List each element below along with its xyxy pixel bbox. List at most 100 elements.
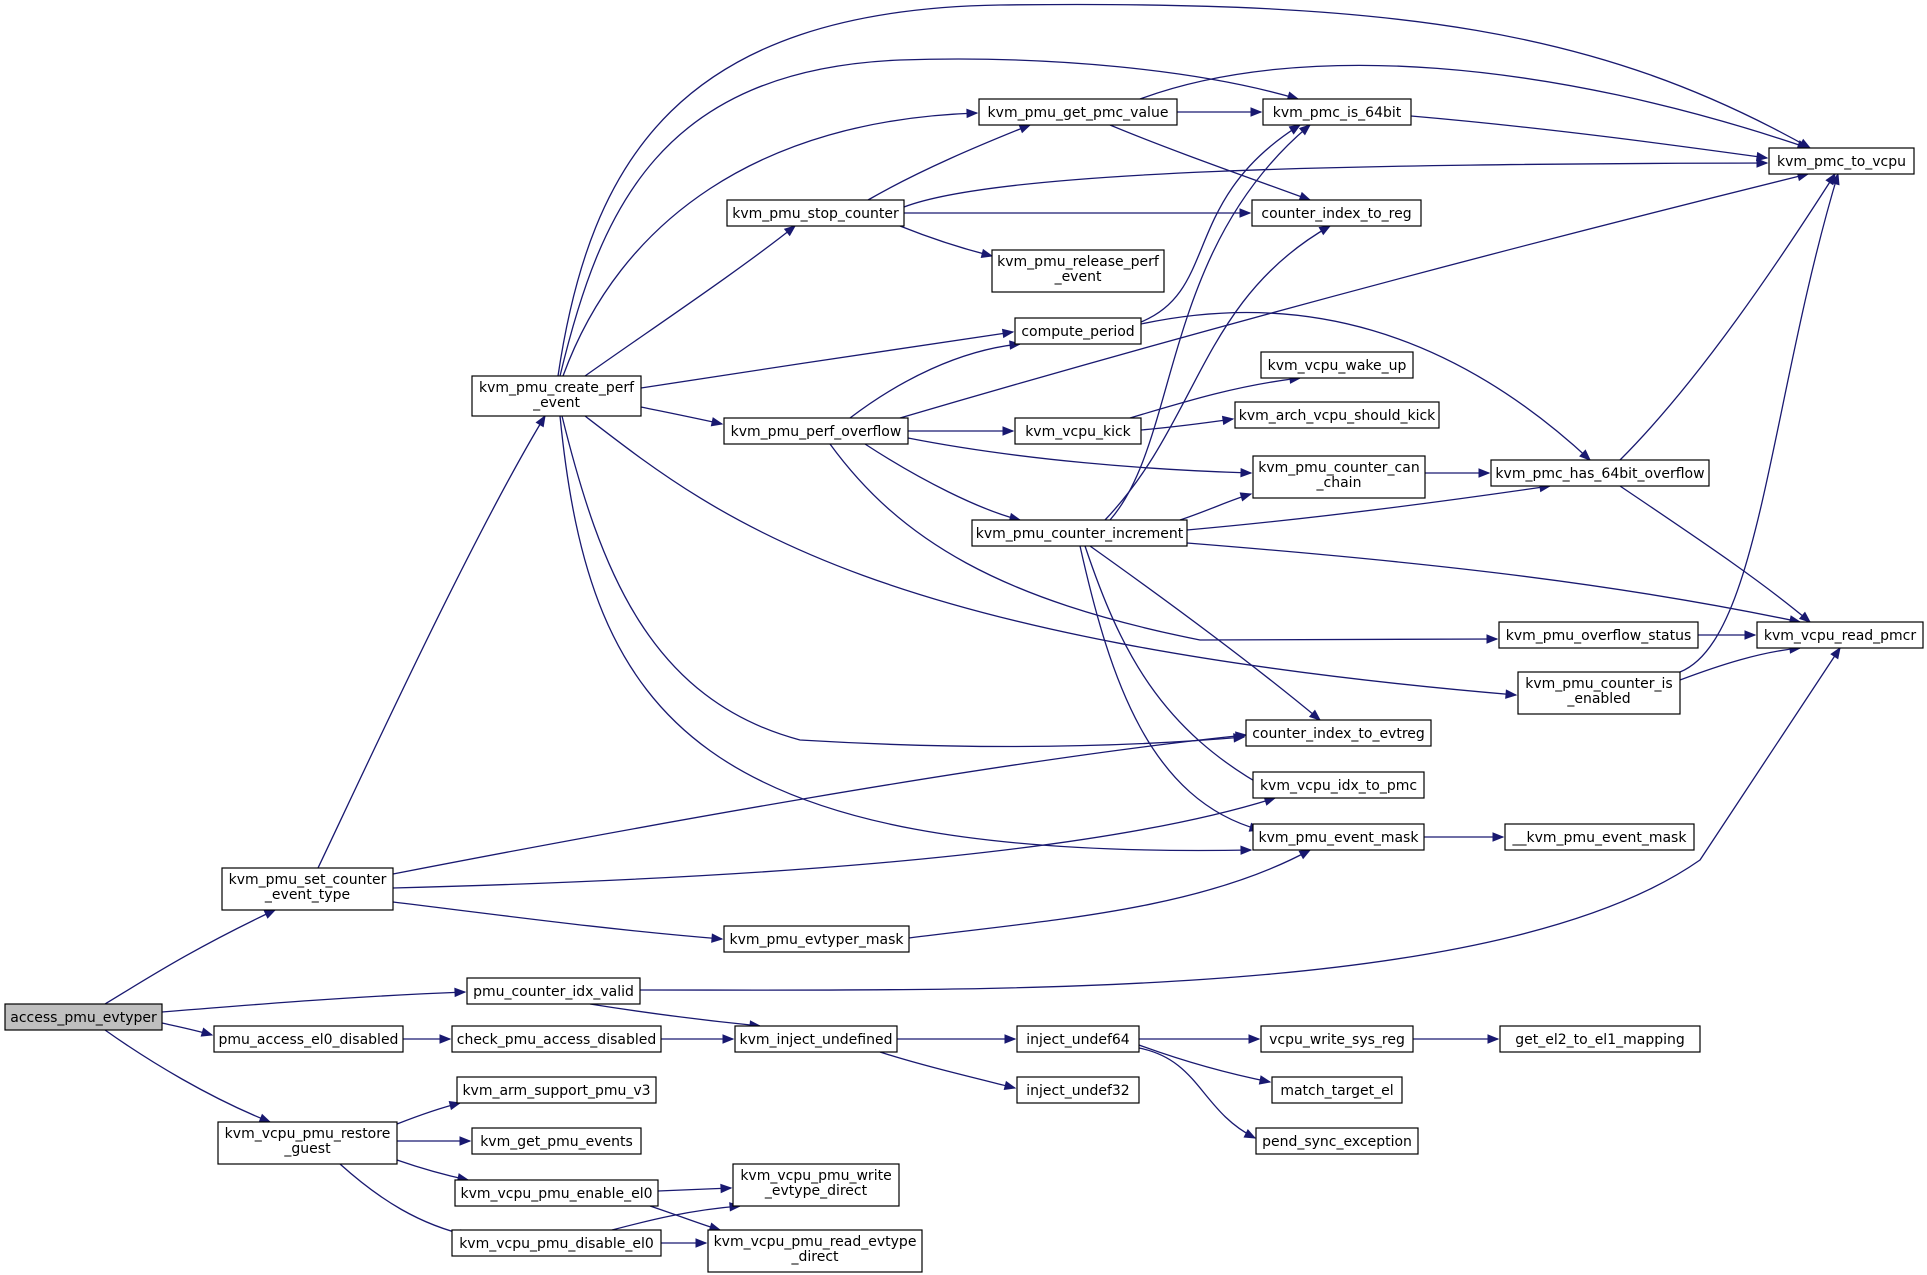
node-box (1260, 1025, 1414, 1053)
node-kvm-vcpu-pmu-read-evtype-direct[interactable]: kvm_vcpu_pmu_read_evtype_direct (707, 1229, 923, 1273)
node-kvm-pmu-counter-is-enabled[interactable]: kvm_pmu_counter_is_enabled (1517, 671, 1681, 715)
edge-kvm-pmu-create-perf-event-to-kvm-pmc-to-vcpu (557, 3, 1812, 377)
node-kvm-arm-support-pmu-v3[interactable]: kvm_arm_support_pmu_v3 (456, 1076, 657, 1104)
node-kvm-arch-vcpu-should-kick[interactable]: kvm_arch_vcpu_should_kick (1234, 401, 1440, 429)
node-label: vcpu_write_sys_reg (1269, 1032, 1405, 1048)
arrowhead-icon (1239, 208, 1252, 218)
node-label: _chain (1316, 475, 1362, 491)
edge-line (1140, 311, 1591, 461)
node-label: kvm_vcpu_read_pmcr (1764, 628, 1917, 644)
node-kvm-pmu-perf-overflow[interactable]: kvm_pmu_perf_overflow (723, 417, 909, 445)
arrowhead-icon (1004, 1034, 1017, 1044)
node-inject-undef32[interactable]: inject_undef32 (1016, 1076, 1140, 1104)
edge-line (396, 1159, 469, 1181)
edge-kvm-pmu-counter-increment-to-counter-index-to-reg (1104, 225, 1332, 521)
node-kvm-vcpu-kick[interactable]: kvm_vcpu_kick (1014, 417, 1142, 445)
edge-check-pmu-access-disabled-to-kvm-inject-undefined (661, 1034, 735, 1044)
edge-kvm-pmu-create-perf-event-to-kvm-pmu-perf-overflow (640, 406, 724, 427)
edge-line (864, 443, 1021, 521)
edge-line (557, 3, 1811, 377)
node-label: kvm_pmu_stop_counter (732, 206, 899, 222)
edge-line (1140, 124, 1301, 323)
node-label: kvm_inject_undefined (740, 1032, 893, 1048)
node-access-pmu-evtyper[interactable]: access_pmu_evtyper (4, 1003, 163, 1031)
edge-line (1084, 545, 1271, 791)
node-pmu-counter-idx-valid[interactable]: pmu_counter_idx_valid (466, 977, 641, 1005)
edge-kvm-pmu-create-perf-event-to-kvm-pmu-counter-is-enabled (584, 415, 1518, 699)
node-label: pend_sync_exception (1262, 1134, 1412, 1150)
node-counter-index-to-reg[interactable]: counter_index_to_reg (1251, 199, 1422, 227)
node-counter-index-to-evtreg[interactable]: counter_index_to_evtreg (1245, 719, 1432, 747)
edge-line (849, 343, 1021, 419)
edge-kvm-vcpu-pmu-restore-guest-to-kvm-arm-support-pmu-v3 (396, 1100, 462, 1125)
edge-kvm-pmu-stop-counter-to-kvm-pmc-to-vcpu (903, 158, 1769, 208)
node-kvm-vcpu-idx-to-pmc[interactable]: kvm_vcpu_idx_to_pmc (1252, 771, 1425, 799)
node-vcpu-write-sys-reg[interactable]: vcpu_write_sys_reg (1260, 1025, 1414, 1053)
node-kvm-vcpu-pmu-disable-el0[interactable]: kvm_vcpu_pmu_disable_el0 (451, 1229, 662, 1257)
node-box (723, 925, 910, 953)
node-compute-period[interactable]: compute_period (1014, 317, 1142, 345)
node-kvm-pmu-event-mask[interactable]: kvm_pmu_event_mask (1252, 823, 1425, 851)
node-label: inject_undef64 (1026, 1032, 1130, 1048)
arrowhead-icon (1243, 1129, 1257, 1139)
edge-kvm-pmu-get-pmc-value-to-kvm-pmc-to-vcpu (1139, 64, 1810, 150)
edge-access-pmu-evtyper-to-pmu-counter-idx-valid (161, 987, 467, 1013)
edge-line (867, 124, 1031, 201)
node-kvm-pmc-to-vcpu[interactable]: kvm_pmc_to_vcpu (1768, 147, 1915, 175)
arrowhead-icon (1003, 1080, 1017, 1091)
node-check-pmu-access-disabled[interactable]: check_pmu_access_disabled (451, 1025, 662, 1053)
edge-kvm-vcpu-pmu-disable-el0-to-kvm-vcpu-pmu-read-evtype-direct (660, 1238, 708, 1248)
node-inject-undef64[interactable]: inject_undef64 (1016, 1025, 1140, 1053)
node-kvm-vcpu-pmu-restore-guest[interactable]: kvm_vcpu_pmu_restore_guest (217, 1121, 398, 1165)
node-label: kvm_vcpu_pmu_enable_el0 (460, 1186, 652, 1202)
edge-kvm-pmu-set-counter-event-type-to-kvm-pmu-create-perf-event (317, 414, 546, 869)
node-kvm-pmu-create-perf-event[interactable]: kvm_pmu_create_perf_event (471, 375, 642, 417)
node-kvm-pmu-set-counter-event-type[interactable]: kvm_pmu_set_counter_event_type (221, 867, 394, 911)
node-kvm-inject-undefined[interactable]: kvm_inject_undefined (734, 1025, 898, 1053)
node-kvm-pmu-get-pmc-value[interactable]: kvm_pmu_get_pmc_value (978, 98, 1178, 126)
arrowhead-icon (454, 987, 467, 998)
node-box (221, 867, 394, 911)
edge-line (899, 173, 1809, 419)
node-box (1768, 147, 1915, 175)
arrowhead-icon (1248, 1034, 1261, 1044)
node-pend-sync-exception[interactable]: pend_sync_exception (1255, 1127, 1419, 1155)
nodes-layer: access_pmu_evtyper kvm_pmu_set_counter_ev… (4, 98, 1924, 1273)
arrowhead-icon (1298, 191, 1312, 201)
arrowhead-icon (1478, 468, 1491, 478)
node-kvm-vcpu-pmu-enable-el0[interactable]: kvm_vcpu_pmu_enable_el0 (454, 1179, 659, 1207)
edge-line (1679, 173, 1839, 673)
node-get-el2-to-el1-mapping[interactable]: get_el2_to_el1_mapping (1499, 1025, 1701, 1053)
node-kvm-pmu-release-perf-event[interactable]: kvm_pmu_release_perf_event (991, 249, 1165, 293)
node-kvm-pmc-has-64bit-overflow[interactable]: kvm_pmc_has_64bit_overflow (1490, 459, 1710, 487)
edge-line (1186, 485, 1551, 531)
edge-line (562, 112, 978, 377)
arrowhead-icon (1744, 630, 1757, 640)
edge-kvm-pmu-counter-increment-to-counter-index-to-evtreg (1089, 545, 1322, 721)
node-kvm-vcpu-pmu-write-evtype-direct[interactable]: kvm_vcpu_pmu_write_evtype_direct (732, 1163, 900, 1207)
node-kvm-get-pmu-events[interactable]: kvm_get_pmu_events (471, 1127, 642, 1155)
edge-kvm-pmc-is-64bit-to-kvm-pmc-to-vcpu (1410, 115, 1769, 162)
edge-compute-period-to-kvm-pmc-is-64bit (1140, 124, 1302, 323)
arrowhead-icon (1221, 415, 1235, 426)
node-kvm-pmu-overflow-status[interactable]: kvm_pmu_overflow_status (1498, 621, 1699, 649)
node-kvm-vcpu-wake-up[interactable]: kvm_vcpu_wake_up (1260, 351, 1414, 379)
arrowhead-icon (1755, 151, 1769, 162)
node-kvm-pmu-counter-can-chain[interactable]: kvm_pmu_counter_can_chain (1252, 455, 1426, 499)
node-kvm-pmc-is-64bit[interactable]: kvm_pmc_is_64bit (1262, 98, 1412, 126)
node-kvm-pmu-event-mask[interactable]: __kvm_pmu_event_mask (1504, 823, 1695, 851)
node-pmu-access-el0-disabled[interactable]: pmu_access_el0_disabled (213, 1025, 404, 1053)
edge-kvm-pmu-counter-can-chain-to-kvm-pmc-has-64bit-overflow (1425, 468, 1491, 478)
arrowhead-icon (439, 1034, 452, 1044)
edge-kvm-pmu-stop-counter-to-kvm-pmu-release-perf-event (899, 225, 994, 259)
node-kvm-pmu-stop-counter[interactable]: kvm_pmu_stop_counter (726, 199, 905, 227)
node-kvm-pmu-counter-increment[interactable]: kvm_pmu_counter_increment (971, 519, 1188, 547)
node-label: _evtype_direct (764, 1183, 868, 1199)
node-match-target-el[interactable]: match_target_el (1271, 1076, 1403, 1104)
edge-line (584, 225, 796, 377)
node-label: get_el2_to_el1_mapping (1515, 1032, 1685, 1048)
node-kvm-pmu-evtyper-mask[interactable]: kvm_pmu_evtyper_mask (723, 925, 910, 953)
node-box (991, 249, 1165, 293)
arrowhead-icon (980, 248, 994, 259)
node-kvm-vcpu-read-pmcr[interactable]: kvm_vcpu_read_pmcr (1756, 621, 1924, 649)
